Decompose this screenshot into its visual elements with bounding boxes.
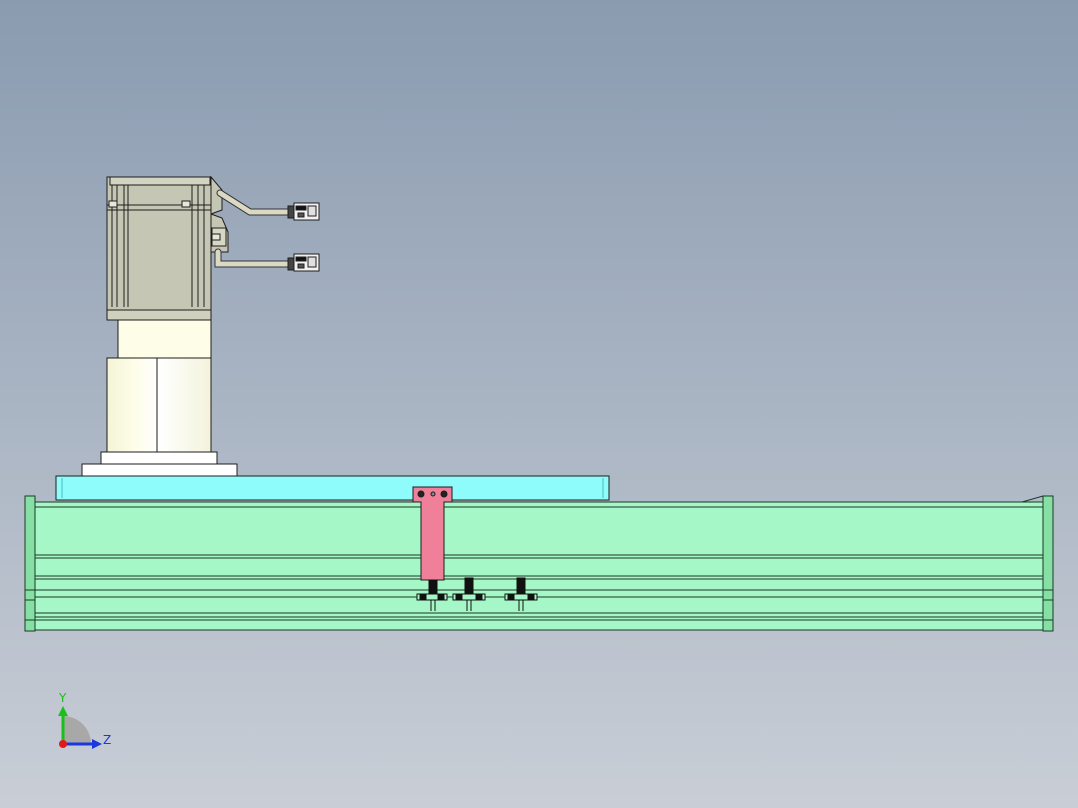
triad-plane-icon xyxy=(63,716,91,744)
bracket-bolt-right xyxy=(440,490,448,498)
rail-endcap-right xyxy=(1042,495,1054,632)
motor-body xyxy=(106,176,212,311)
rail-body xyxy=(32,501,1046,631)
coupling-housing xyxy=(106,357,212,453)
triad-z-label: Z xyxy=(103,733,111,747)
limit-sensor-3[interactable] xyxy=(504,577,538,611)
connector-lower xyxy=(287,253,320,272)
rail-endcap-left xyxy=(24,495,36,632)
limit-sensor-1[interactable] xyxy=(416,579,448,611)
carriage-plate[interactable] xyxy=(55,475,610,501)
encoder-housing-upper xyxy=(210,175,223,215)
motor-flange xyxy=(106,309,212,321)
bracket-bolt-left xyxy=(417,490,425,498)
triad-x-axis xyxy=(59,740,67,748)
limit-sensor-2[interactable] xyxy=(452,577,486,611)
linear-rail[interactable] xyxy=(24,495,1054,632)
motor-top-cap xyxy=(109,176,211,186)
reducer-coupling[interactable] xyxy=(81,319,238,481)
reducer-flange xyxy=(117,319,212,359)
orientation-triad: Y Z xyxy=(58,691,111,749)
sensor-bracket[interactable] xyxy=(412,486,453,581)
connector-upper xyxy=(287,202,320,221)
mounting-base-upper xyxy=(100,451,218,465)
triad-y-label: Y xyxy=(58,691,67,705)
servo-motor[interactable] xyxy=(106,175,320,321)
